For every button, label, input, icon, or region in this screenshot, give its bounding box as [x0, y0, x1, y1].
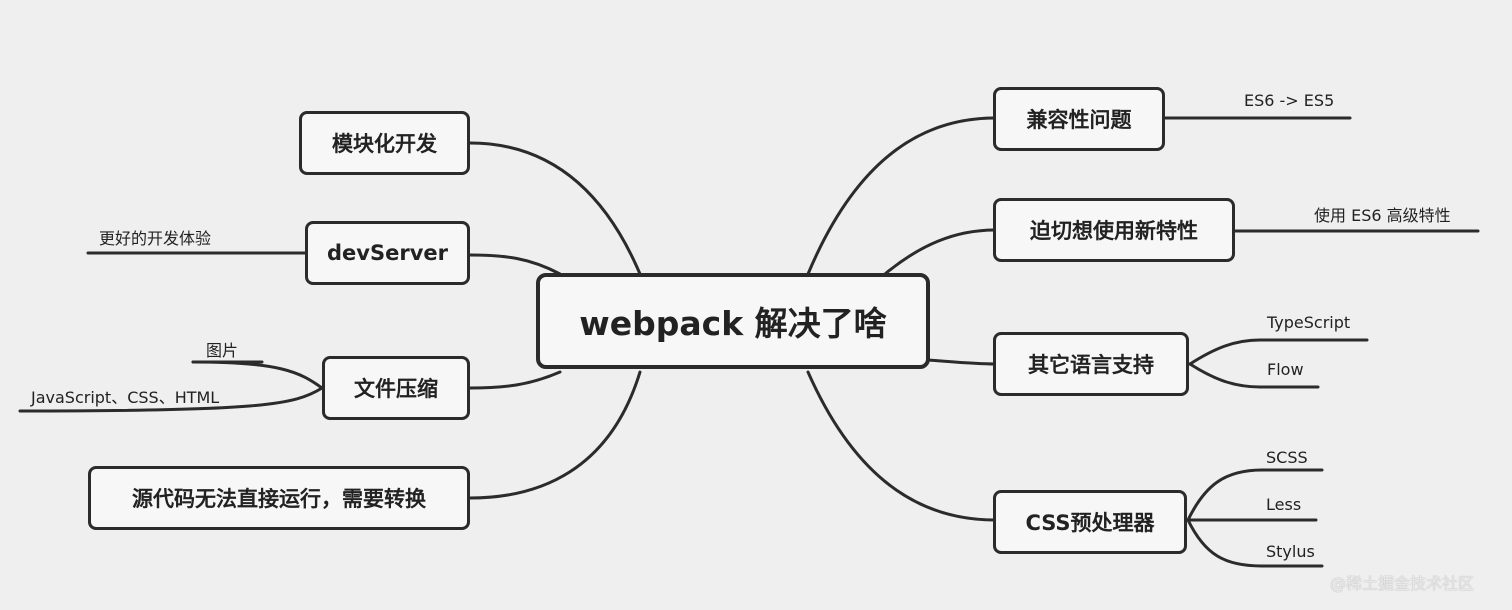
- node-source-transform: 源代码无法直接运行，需要转换: [88, 466, 470, 530]
- leaf-typescript: TypeScript: [1267, 313, 1351, 332]
- leaf-js-css-html: JavaScript、CSS、HTML: [31, 388, 220, 407]
- node-new-features: 迫切想使用新特性: [993, 198, 1235, 262]
- node-modular-dev-label: 模块化开发: [332, 132, 437, 156]
- leaf-line-flow: [1188, 362, 1320, 389]
- node-new-features-label: 迫切想使用新特性: [1030, 219, 1198, 243]
- connector-devserver: [468, 253, 562, 276]
- node-file-compress-label: 文件压缩: [354, 377, 438, 401]
- node-source-transform-label: 源代码无法直接运行，需要转换: [132, 487, 426, 511]
- leaf-use-es6: 使用 ES6 高级特性: [1314, 206, 1451, 225]
- node-modular-dev: 模块化开发: [299, 111, 470, 175]
- leaf-line-stylus: [1186, 518, 1324, 568]
- leaf-line-js: [18, 386, 324, 413]
- node-compatibility: 兼容性问题: [993, 87, 1165, 151]
- node-other-languages: 其它语言支持: [993, 332, 1189, 396]
- leaf-line-ts: [1188, 338, 1369, 366]
- leaf-line-scss: [1186, 468, 1324, 522]
- connector-newfeature: [883, 228, 997, 276]
- leaf-less: Less: [1266, 495, 1302, 514]
- leaf-flow: Flow: [1267, 360, 1304, 379]
- connector-transform: [468, 370, 642, 500]
- node-devserver: devServer: [305, 221, 470, 285]
- node-devserver-label: devServer: [327, 241, 448, 265]
- leaf-es6-es5: ES6 -> ES5: [1244, 91, 1335, 110]
- leaf-stylus: Stylus: [1266, 542, 1315, 561]
- node-css-preprocessor: CSS预处理器: [993, 490, 1187, 554]
- node-file-compress: 文件压缩: [322, 356, 470, 420]
- connector-css: [806, 370, 997, 522]
- connector-compat: [806, 116, 997, 276]
- node-compatibility-label: 兼容性问题: [1026, 108, 1132, 132]
- connector-lang: [926, 358, 997, 366]
- connector-compress: [468, 370, 562, 390]
- center-node: webpack 解决了啥: [536, 273, 930, 369]
- leaf-better-dev-experience: 更好的开发体验: [99, 229, 212, 248]
- watermark: @稀土掘金技术社区: [1330, 574, 1475, 593]
- leaf-scss: SCSS: [1266, 448, 1308, 467]
- connector-modular: [468, 141, 642, 276]
- center-label: webpack 解决了啥: [579, 304, 887, 343]
- leaf-images: 图片: [206, 341, 239, 360]
- node-css-preprocessor-label: CSS预处理器: [1025, 511, 1155, 535]
- node-other-languages-label: 其它语言支持: [1028, 353, 1154, 377]
